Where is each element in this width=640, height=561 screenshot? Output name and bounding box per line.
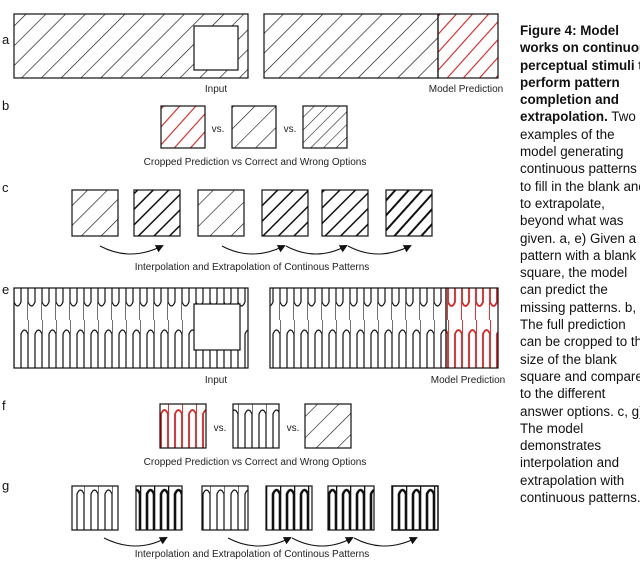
wrong-option	[304, 403, 352, 449]
caption-line: square and compared	[520, 368, 640, 384]
panel-label-b: b	[2, 98, 9, 113]
panel-label-a: a	[2, 32, 10, 47]
caption-line: Figure 4: Model	[520, 23, 619, 38]
panel-g-sequence	[71, 485, 439, 547]
panel-label-f: f	[2, 398, 6, 413]
caption-line: can predict the	[520, 282, 608, 298]
caption-e-input: Input	[205, 375, 227, 386]
wrong-option	[302, 105, 348, 149]
correct-option	[231, 105, 277, 149]
caption-line: square, the model	[520, 265, 628, 281]
caption-c: Interpolation and Extrapolation of Conti…	[135, 262, 370, 273]
caption-line: to the different	[520, 386, 606, 402]
caption-line: perceptual stimuli to	[520, 57, 640, 73]
vs-label: vs.	[212, 124, 225, 135]
caption-line: model generating	[520, 144, 624, 160]
figure-panels: a Input Model Prediction b vs. vs. Cropp…	[2, 13, 505, 560]
panel-e-prediction	[269, 287, 499, 369]
vs-label: vs.	[287, 423, 300, 434]
panel-a-prediction	[263, 13, 499, 79]
caption-a-input: Input	[205, 84, 227, 95]
caption-line: answer options. c, g)	[520, 403, 640, 419]
caption-line: given. a, e) Given a	[520, 230, 637, 246]
caption-line: pattern with a blank	[520, 247, 637, 263]
caption-bold-part: extrapolation.	[520, 109, 608, 125]
caption-line: works on continuous	[520, 40, 640, 56]
caption-line: to extrapolate,	[520, 195, 605, 211]
caption-f: Cropped Prediction vs Correct and Wrong …	[144, 457, 367, 468]
blank-square	[193, 25, 239, 71]
caption-line: perform pattern	[520, 74, 620, 90]
caption-line: missing patterns. b, f)	[520, 299, 640, 315]
panel-label-g: g	[2, 478, 9, 493]
caption-line: extrapolation with	[520, 472, 625, 488]
panel-label-c: c	[2, 180, 9, 195]
caption-line: extrapolation. Two	[520, 108, 640, 125]
caption-line: size of the blank	[520, 351, 617, 367]
blank-square	[193, 303, 241, 351]
caption-line: can be cropped to the	[520, 334, 640, 350]
panel-e-input	[13, 287, 249, 369]
correct-option	[232, 403, 280, 449]
panel-label-e: e	[2, 282, 9, 297]
caption-line: interpolation and	[520, 455, 620, 471]
caption-e-prediction: Model Prediction	[431, 375, 505, 386]
caption-line: demonstrates	[520, 438, 602, 454]
vs-label: vs.	[284, 124, 297, 135]
vs-label: vs.	[214, 423, 227, 434]
caption-text-part: Two	[607, 109, 636, 125]
caption-g: Interpolation and Extrapolation of Conti…	[135, 549, 370, 560]
cropped-prediction	[160, 105, 206, 149]
caption-line: examples of the	[520, 126, 615, 142]
panel-c-sequence	[71, 189, 433, 255]
caption-line: beyond what was	[520, 213, 624, 229]
caption-line: completion and	[520, 92, 619, 108]
caption-line: The full prediction	[520, 317, 626, 333]
caption-a-prediction: Model Prediction	[429, 84, 503, 95]
cropped-prediction	[159, 403, 207, 449]
caption-b: Cropped Prediction vs Correct and Wrong …	[144, 157, 367, 168]
panel-a-input	[13, 13, 249, 79]
caption-line: to fill in the blank and	[520, 178, 640, 194]
figure-caption: Figure 4: Model works on continuouspercep…	[520, 22, 640, 561]
caption-line: continuous patterns.	[520, 490, 640, 506]
caption-line: continuous patterns	[520, 161, 637, 177]
caption-line: The model	[520, 420, 584, 436]
